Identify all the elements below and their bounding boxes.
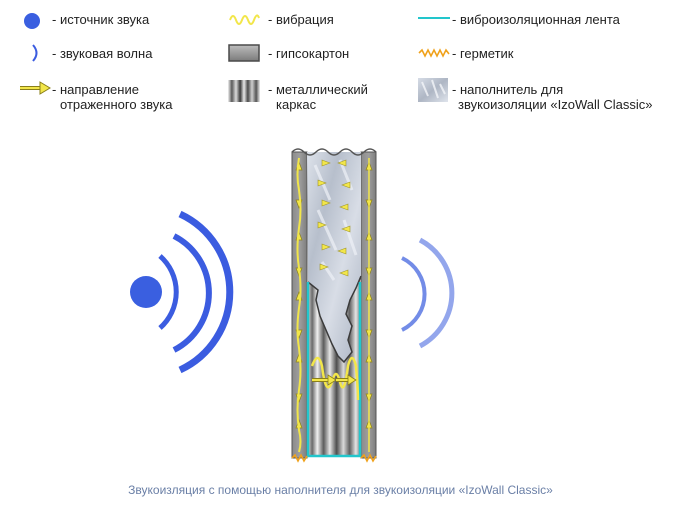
vibration-icon: [229, 14, 260, 25]
stud-arrows: [312, 374, 357, 386]
reflected-arrow-icon: [20, 81, 51, 95]
legend-sound-source: - источник звука: [52, 12, 150, 27]
filler-arrows: [317, 159, 351, 277]
legend-sound-wave: - звуковая волна: [52, 46, 153, 61]
drywall-icon: [228, 44, 260, 62]
sound-source: [130, 276, 162, 308]
legend-sealant: - герметик: [452, 46, 514, 61]
sealant-right: [360, 453, 377, 463]
incoming-wave-2: [172, 233, 212, 353]
outgoing-wave-1: [401, 256, 427, 332]
legend-filler-line1: - наполнитель для: [452, 82, 564, 97]
legend-frame-line2: каркас: [276, 97, 317, 112]
legend-reflected-line2: отраженного звука: [60, 97, 173, 112]
sealant-icon: [418, 48, 450, 58]
sealant-left: [291, 453, 308, 463]
reflected-path-left: [296, 157, 302, 453]
diagram-caption: Звукоизляция с помощью наполнителя для з…: [128, 483, 553, 497]
legend-drywall: - гипсокартон: [268, 46, 350, 61]
legend-reflected-line1: - направление: [52, 82, 139, 97]
incoming-wave-3: [178, 210, 234, 374]
legend-vibro-tape: - виброизоляционная лента: [452, 12, 620, 27]
vibro-tape-icon: [418, 17, 450, 19]
wall-top-edge: [291, 148, 377, 156]
sound-source-icon: [24, 13, 40, 29]
filler-torn-edge: [307, 275, 362, 364]
legend-filler-line2: звукоизоляции «IzoWall Classic»: [458, 97, 653, 112]
metal-frame-icon: [228, 80, 260, 102]
legend-vibration: - вибрация: [268, 12, 334, 27]
vibro-tape: [306, 282, 362, 458]
legend-frame-line1: - металлический: [268, 82, 368, 97]
filler-icon: [418, 78, 448, 102]
sound-wave-icon: [32, 44, 38, 62]
incoming-wave-1: [158, 254, 179, 330]
outgoing-wave-2: [418, 237, 455, 349]
